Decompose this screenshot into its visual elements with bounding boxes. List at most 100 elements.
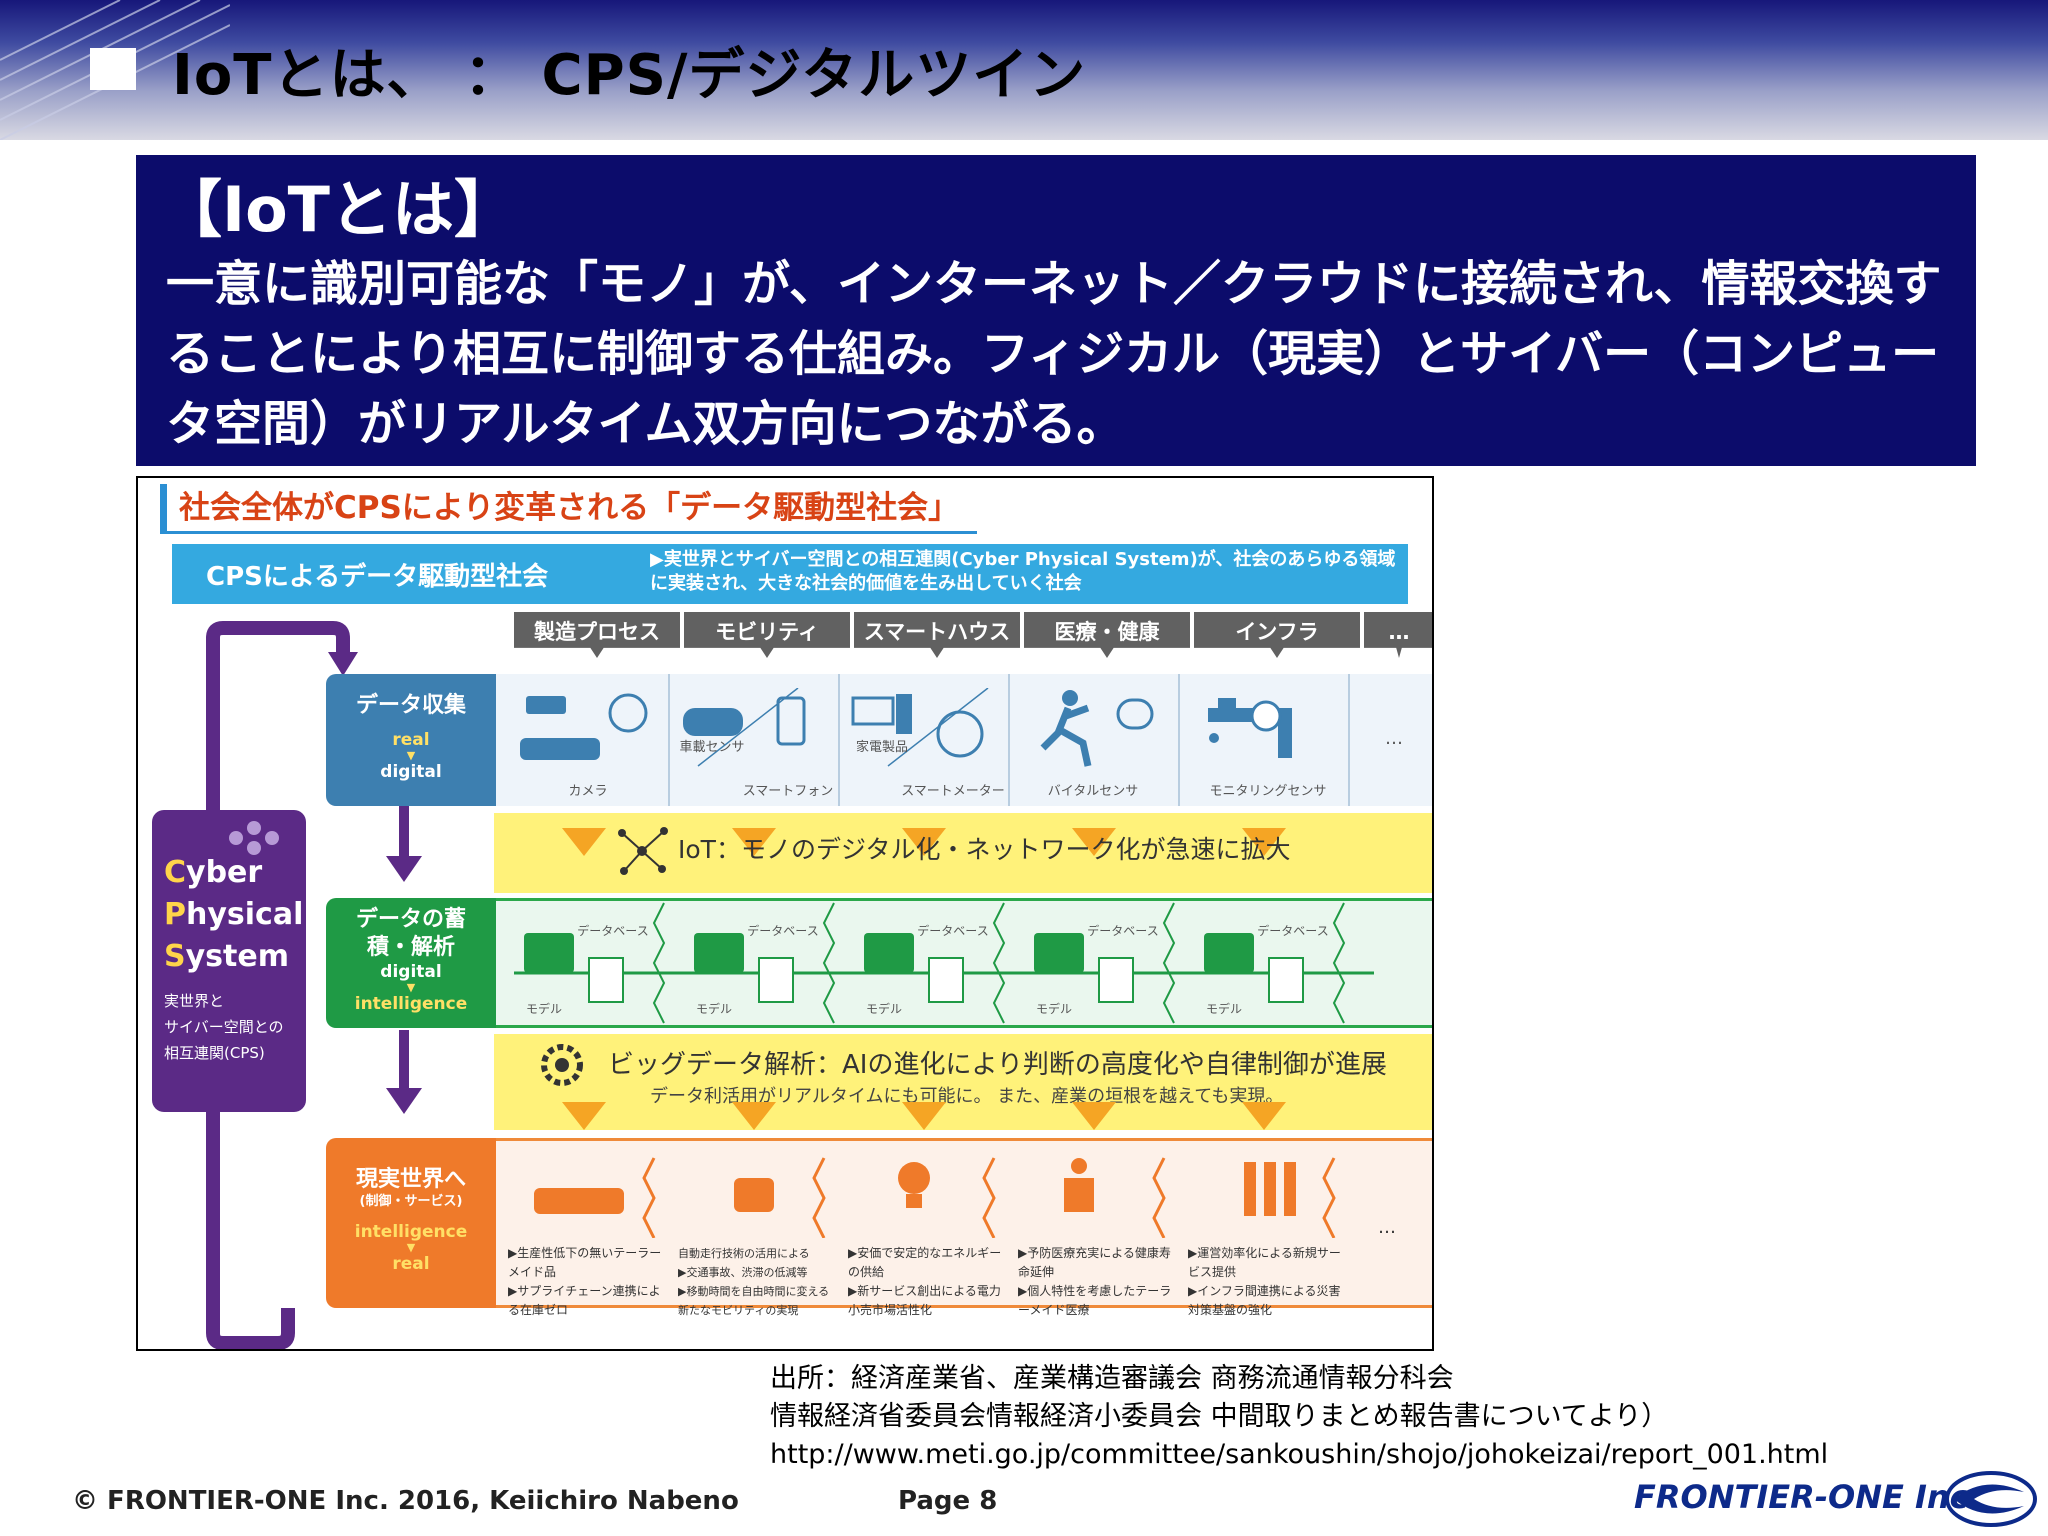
sensor-label-smartphone: スマートフォン — [742, 784, 834, 799]
down-triangle-icon: ▼ — [406, 981, 416, 994]
down-arrow-icon — [902, 828, 946, 856]
column-divider — [1348, 674, 1350, 806]
column-divider — [668, 674, 670, 806]
outcome-healthcare: ▶予防医療充実による健康寿命延伸 ▶個人特性を考慮したテーラーメイド医療 — [1018, 1246, 1172, 1317]
source-line1: 出所：経済産業省、産業構造審議会 商務流通情報分科会 — [770, 1363, 1454, 1394]
down-arrow-icon — [1242, 1102, 1286, 1130]
down-arrow-icon — [562, 1102, 606, 1130]
outcome-infrastructure: ▶運営効率化による新規サービス提供 ▶インフラ間連携による災害対策基盤の強化 — [1188, 1246, 1341, 1317]
cps-desc-line2: サイバー空間との — [164, 1018, 284, 1036]
sensor-label-appliance: 家電製品 — [855, 740, 908, 755]
source-url[interactable]: http://www.meti.go.jp/committee/sankoush… — [770, 1439, 1829, 1470]
db-label: データベース — [577, 924, 649, 938]
row-label-real-world-to: real — [392, 1254, 430, 1274]
db-label: データベース — [1087, 924, 1159, 938]
database-model-row — [514, 902, 1374, 1024]
water-faucet-icon — [1208, 698, 1292, 758]
model-label: モデル — [865, 1002, 902, 1016]
company-logo-text: FRONTIER-ONE Inc. — [1634, 1478, 1981, 1516]
row-label-real-world: 現実世界へ (制御・サービス) intelligence ▼ real — [326, 1138, 496, 1308]
down-triangle-icon: ▼ — [406, 749, 416, 762]
cps-desc-line1: 実世界と — [164, 992, 225, 1010]
definition-body: 一意に識別可能な「モノ」が、インターネット／クラウドに接続され、情報交換すること… — [166, 256, 1942, 452]
column-header-smarthouse: スマートハウス — [854, 612, 1020, 658]
figure-title: 社会全体がCPSにより変革される「データ駆動型社会」 — [160, 484, 978, 534]
cps-word-ystem: ystem — [185, 939, 289, 974]
down-arrow-icon — [1242, 828, 1286, 856]
row-label-data-collection-text: データ収集 — [355, 693, 466, 718]
down-arrow-icon — [562, 828, 606, 856]
down-triangle-icon: ▼ — [406, 1241, 416, 1254]
cps-figure: 社会全体がCPSにより変革される「データ駆動型社会」 CPSによるデータ駆動型社… — [136, 476, 1434, 1351]
cps-banner-label: CPSによるデータ駆動型社会 — [206, 562, 549, 592]
cps-card: Cyber Physical System 実世界と サイバー空間との 相互連関… — [152, 810, 306, 1112]
row-label-data-accumulation-text: データの蓄積・解析 — [356, 907, 467, 960]
cps-letter-p: P — [164, 897, 186, 932]
cps-word-hysical: hysical — [186, 897, 304, 932]
column-divider — [1178, 674, 1180, 806]
model-label: モデル — [695, 1002, 732, 1016]
footer-copyright: © FRONTIER-ONE Inc. 2016, Keiichiro Nabe… — [72, 1486, 739, 1516]
row-label-data-accumulation-from: digital — [380, 962, 442, 982]
cps-word-yber: yber — [186, 855, 263, 890]
down-arrow-icon — [1072, 1102, 1116, 1130]
cps-description: 実世界と サイバー空間との 相互連関(CPS) — [162, 988, 296, 1066]
vertical-flow-arrows — [386, 798, 422, 1114]
sensor-label-smartmeter: スマートメーター — [901, 784, 1005, 799]
down-arrow-icon — [732, 1102, 776, 1130]
sensor-label-camera: カメラ — [568, 784, 608, 799]
bigdata-subtext: データ利活用がリアルタイムにも可能に。 また、産業の垣根を越えても実現。 — [650, 1086, 1284, 1107]
db-label: データベース — [747, 924, 819, 938]
outcome-mobility: 自動走行技術の活用による ▶交通事故、渋滞の低減等 ▶移動時間を自由時間に変える… — [678, 1247, 830, 1317]
network-nodes-icon — [229, 821, 279, 855]
definition-box: 【IoTとは】 一意に識別可能な「モノ」が、インターネット／クラウドに接続され、… — [136, 155, 1976, 466]
sensor-label-more: … — [1385, 728, 1403, 749]
source-citation: 出所：経済産業省、産業構造審議会 商務流通情報分科会 情報経済省委員会情報経済小… — [770, 1360, 1828, 1474]
row-label-data-collection-from: real — [392, 730, 430, 750]
column-header-manufacturing: 製造プロセス — [514, 612, 680, 658]
data-collection-band — [494, 674, 1432, 806]
sensor-label-monitoring: モニタリングセンサ — [1209, 784, 1327, 799]
slide-header: IoTとは、 ： CPS/デジタルツイン — [0, 0, 2048, 140]
db-label: データベース — [917, 924, 989, 938]
outcome-icons — [534, 1157, 1336, 1238]
down-arrow-icon — [902, 1102, 946, 1130]
sensor-label-car: 車載センサ — [679, 740, 745, 755]
column-divider — [838, 674, 840, 806]
row-label-data-accumulation: データの蓄積・解析 digital ▼ intelligence — [326, 898, 496, 1028]
network-graph-icon — [618, 827, 668, 875]
iot-statement: IoT：モノのデジタル化・ネットワーク化が急速に拡大 — [678, 835, 1291, 864]
row-label-data-collection: データ収集 real ▼ digital — [326, 674, 496, 806]
definition-heading: 【IoTとは】 — [160, 173, 516, 246]
slide-title: IoTとは、 ： CPS/デジタルツイン — [172, 43, 1087, 108]
company-logo-icon — [1945, 1471, 2037, 1527]
column-header-infrastructure: インフラ — [1194, 612, 1360, 658]
title-bullet-square — [90, 48, 136, 90]
bigdata-statement: ビッグデータ解析：AIの進化により判断の高度化や自律制御が進展 — [608, 1050, 1387, 1080]
cps-letter-c: C — [164, 855, 187, 890]
camera-icon — [520, 693, 648, 760]
outcome-manufacturing: ▶生産性低下の無いテーラーメイド品 ▶サプライチェーン連携による在庫ゼロ — [508, 1246, 662, 1317]
row-label-real-world-from: intelligence — [354, 1222, 468, 1242]
cps-banner: CPSによるデータ駆動型社会 ▶実世界とサイバー空間との相互連関(Cyber P… — [172, 544, 1408, 604]
model-label: モデル — [525, 1002, 562, 1016]
row-label-data-collection-to: digital — [380, 762, 442, 782]
column-header-more: … — [1364, 612, 1432, 658]
column-header-mobility: モビリティ — [684, 612, 850, 658]
column-header-healthcare: 医療・健康 — [1024, 612, 1190, 658]
model-label: モデル — [1035, 1002, 1072, 1016]
running-person-icon — [1040, 690, 1154, 767]
model-label: モデル — [1205, 1002, 1242, 1016]
column-divider — [1008, 674, 1010, 806]
cps-word: Cyber Physical System — [162, 852, 303, 978]
cps-letter-s: S — [164, 939, 186, 974]
outcome-smarthouse: ▶安価で安定的なエネルギーの供給 ▶新サービス創出による電力小売市場活性化 — [848, 1246, 1002, 1317]
row-label-real-world-text: 現実世界へ — [355, 1167, 466, 1192]
appliance-meter-icon — [851, 688, 989, 767]
car-phone-icon — [683, 688, 806, 767]
footer-page-number: Page 8 — [898, 1486, 998, 1516]
source-line2: 情報経済省委員会情報経済小委員会 中間取りまとめ報告書についてより） — [770, 1401, 1669, 1432]
outcome-more: … — [1378, 1217, 1396, 1238]
db-label: データベース — [1257, 924, 1329, 938]
down-arrow-icon — [732, 828, 776, 856]
